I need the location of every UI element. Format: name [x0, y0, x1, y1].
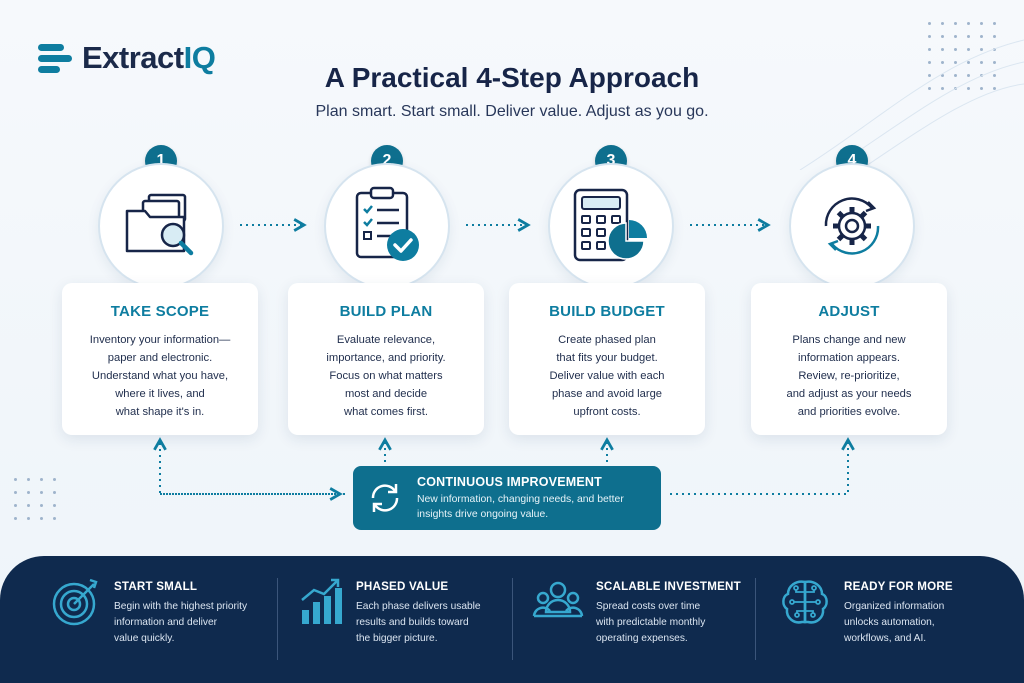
brand-logo: ExtractIQ	[38, 40, 216, 76]
page-subtitle: Plan smart. Start small. Deliver value. …	[315, 103, 709, 120]
calculator-pie-icon	[573, 188, 647, 262]
arrow-ci-to-step-4	[670, 440, 848, 495]
benefit-start-small: START SMALL Begin with the highest prior…	[50, 576, 247, 647]
benefit-1-title: START SMALL	[114, 580, 198, 593]
refresh-icon	[371, 484, 399, 512]
growth-chart-icon	[301, 578, 342, 624]
continuous-improvement-box: CONTINUOUS IMPROVEMENT New information, …	[353, 466, 661, 530]
people-group-icon	[532, 581, 584, 618]
benefit-4-title: READY FOR MORE	[844, 580, 953, 593]
arrow-ci-to-step-1	[160, 440, 345, 495]
step-3-title: BUILD BUDGET	[549, 303, 665, 320]
step-1-description: Inventory your information—paper and ele…	[89, 334, 231, 418]
footer-divider-2	[512, 578, 513, 660]
step-2-card: BUILD PLAN Evaluate relevance,importance…	[288, 283, 484, 435]
benefit-3-title: SCALABLE INVESTMENT	[596, 580, 741, 593]
step-4-title: ADJUST	[818, 303, 880, 320]
folder-search-icon	[125, 193, 194, 256]
continuous-improvement-title: CONTINUOUS IMPROVEMENT	[417, 474, 602, 489]
page-title: A Practical 4-Step Approach	[324, 62, 700, 93]
step-3-icon-circle	[548, 163, 674, 289]
brand-name: ExtractIQ	[82, 40, 216, 75]
benefit-scalable-investment: SCALABLE INVESTMENT Spread costs over ti…	[532, 576, 741, 647]
footer-divider-3	[755, 578, 756, 660]
brain-circuit-icon	[782, 580, 828, 624]
footer-divider-1	[277, 578, 278, 660]
gear-cycle-icon	[824, 197, 880, 255]
clipboard-check-icon	[355, 186, 419, 261]
logo-mark-icon	[38, 41, 72, 75]
decor-dots-top-right	[928, 22, 996, 90]
decor-dots-left	[14, 478, 56, 520]
step-2-description: Evaluate relevance,importance, and prior…	[326, 334, 446, 418]
step-2-title: BUILD PLAN	[339, 303, 433, 320]
target-icon	[52, 578, 98, 626]
footer-benefits-band: START SMALL Begin with the highest prior…	[0, 556, 1024, 683]
continuous-improvement-text: New information, changing needs, and bet…	[417, 493, 624, 520]
step-1-card: TAKE SCOPE Inventory your information—pa…	[62, 283, 258, 435]
benefit-2-title: PHASED VALUE	[356, 580, 449, 593]
step-1-title: TAKE SCOPE	[110, 303, 210, 320]
step-1-icon-circle	[98, 163, 224, 289]
